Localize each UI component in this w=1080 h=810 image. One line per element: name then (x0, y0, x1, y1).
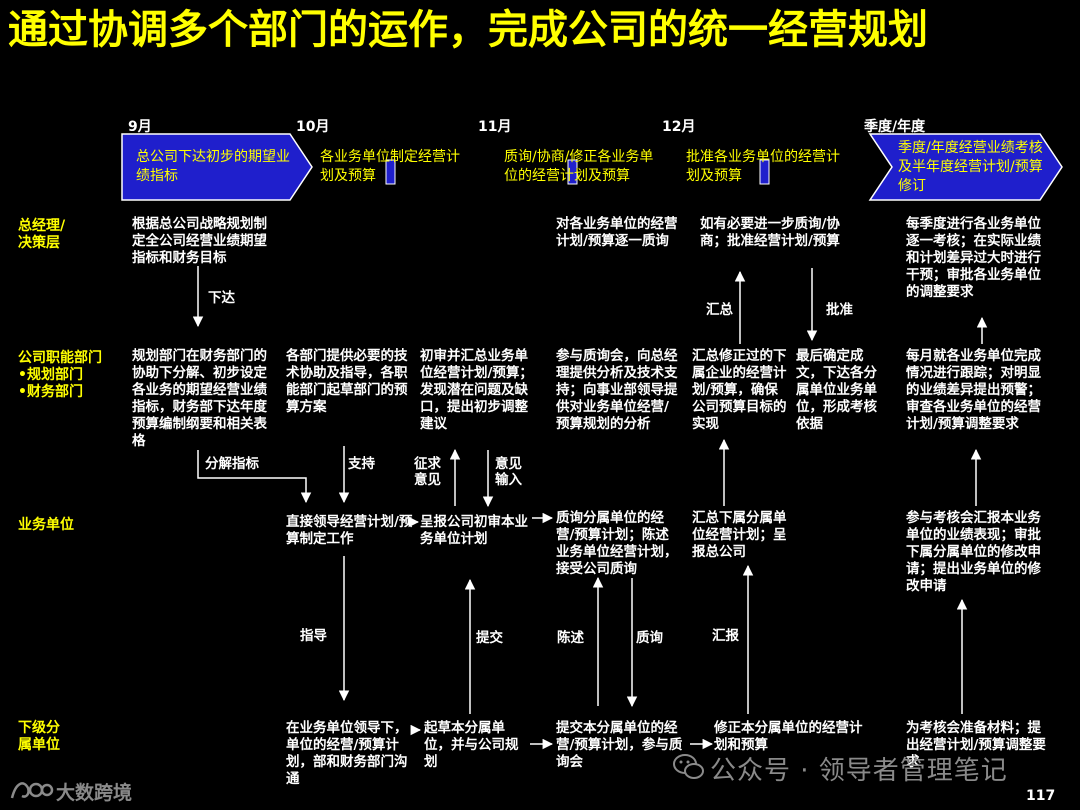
bu-cell-nov-b: 质询分属单位的经营/预算计划；陈述业务单位经营计划，接受公司质询 (556, 510, 678, 577)
phase-5: 季度/年度经营业绩考核及半年度经营计划/预算修订 (898, 133, 1048, 201)
func-cell-nov-b: 参与质询会，向总经理提供分析及技术支持；向事业部领导提供对业务单位经营/预算规划… (556, 348, 678, 432)
gm-cell-quarter: 每季度进行各业务单位逐一考核；在实际业绩和计划差异过大时进行干预；审批各业务单位… (906, 216, 1041, 300)
phase-1: 总公司下达初步的期望业绩指标 (136, 133, 296, 201)
label-chenshu: 陈述 (557, 630, 584, 646)
label-tijiao: 提交 (476, 630, 503, 646)
page-title: 通过协调多个部门的运作，完成公司的统一经营规划 (8, 7, 928, 53)
label-zhichi: 支持 (348, 456, 375, 472)
month-oct: 10月 (296, 119, 330, 135)
month-quarter-year: 季度/年度 (864, 119, 926, 135)
role-business-unit: 业务单位 (18, 517, 74, 533)
month-sep: 9月 (128, 119, 152, 135)
phase-4: 批准各业务单位的经营计划及预算 (686, 133, 846, 201)
month-nov: 11月 (478, 119, 512, 135)
func-cell-nov-a: 初审并汇总业务单位经营计划/预算；发现潜在问题及缺口，提出初步调整建议 (420, 348, 533, 432)
phase-5-label: 季度/年度经营业绩考核及半年度经营计划/预算修订 (898, 139, 1043, 194)
sub-cell-nov-b: 提交本分属单位的经营/预算计划，参与质询会 (556, 720, 683, 770)
phase-2-label: 各业务单位制定经营计划及预算 (320, 149, 460, 184)
phase-3: 质询/协商/修正各业务单位的经营计划及预算 (504, 133, 664, 201)
phase-4-label: 批准各业务单位的经营计划及预算 (686, 149, 840, 184)
label-huizong: 汇总 (706, 302, 733, 318)
bu-cell-dec: 汇总下属分属单位经营计划；呈报总公司 (692, 510, 787, 560)
func-cell-sep: 规划部门在财务部门的协助下分解、初步设定各业务的期望经营业绩指标，财务部下达年度… (132, 348, 267, 449)
label-zhengqiu: 征求 意见 (414, 456, 441, 488)
sub-cell-oct: 在业务单位领导下，单位的经营/预算计划，部和财务部门沟通 (286, 720, 408, 787)
phase-3-label: 质询/协商/修正各业务单位的经营计划及预算 (504, 149, 654, 184)
watermark-text: 公众号 · 领导者管理笔记 (710, 756, 1008, 786)
role-functional-dept: 公司职能部门 •规划部门 •财务部门 (18, 350, 102, 400)
label-yijian: 意见 输入 (495, 456, 522, 488)
gm-cell-sep: 根据总公司战略规划制定全公司经营业绩期望指标和财务目标 (132, 216, 267, 266)
label-fenjie: 分解指标 (205, 456, 259, 472)
bu-cell-nov-a: 呈报公司初审本业务单位计划 (420, 514, 528, 547)
phase-1-label: 总公司下达初步的期望业绩指标 (136, 149, 290, 184)
label-zhidao: 指导 (300, 628, 327, 644)
logo-text: 大数跨境 (56, 782, 133, 804)
sub-cell-quarter: 为考核会准备材料；提出经营计划/预算调整要求 (906, 720, 1046, 770)
func-cell-oct: 各部门提供必要的技术协助及指导，各职能部门起草部门的预算方案 (286, 348, 408, 415)
logo-icon (10, 782, 54, 799)
page-number: 117 (1026, 788, 1056, 804)
arrow-fenjie (197, 450, 312, 504)
gm-cell-dec: 如有必要进一步质询/协商；批准经营计划/预算 (700, 216, 840, 249)
sub-cell-dec: 修正本分属单位的经营计划和预算 (714, 720, 863, 753)
label-xiada: 下达 (208, 290, 235, 306)
phase-arrow-5 (868, 133, 1063, 201)
bu-cell-oct: 直接领导经营计划/预算制定工作 (286, 514, 413, 547)
label-zhixun: 质询 (636, 630, 663, 646)
wechat-icon (673, 754, 704, 779)
phase-arrow-1 (121, 133, 313, 201)
sub-cell-nov-a: 起草本分属单位，并与公司规划 (424, 720, 519, 770)
role-gm: 总经理/ 决策层 (18, 218, 66, 251)
label-huibao: 汇报 (712, 628, 739, 644)
phase-2: 各业务单位制定经营计划及预算 (320, 133, 470, 201)
gm-cell-nov: 对各业务单位的经营计划/预算逐一质询 (556, 216, 678, 249)
func-cell-dec-b: 最后确定成文，下达各分属单位业务单位，形成考核依据 (796, 348, 877, 432)
role-sub-unit: 下级分 属单位 (18, 720, 60, 753)
func-cell-dec-a: 汇总修正过的下属企业的经营计划/预算，确保公司预算目标的实现 (692, 348, 787, 432)
func-cell-quarter: 每月就各业务单位完成情况进行跟踪；对明显的业绩差异提出预警；审查各业务单位的经营… (906, 348, 1041, 432)
bu-cell-quarter: 参与考核会汇报本业务单位的业绩表现；审批下属分属单位的修改申请；提出业务单位的修… (906, 510, 1041, 594)
month-dec: 12月 (662, 119, 696, 135)
label-pizhun: 批准 (826, 302, 853, 318)
